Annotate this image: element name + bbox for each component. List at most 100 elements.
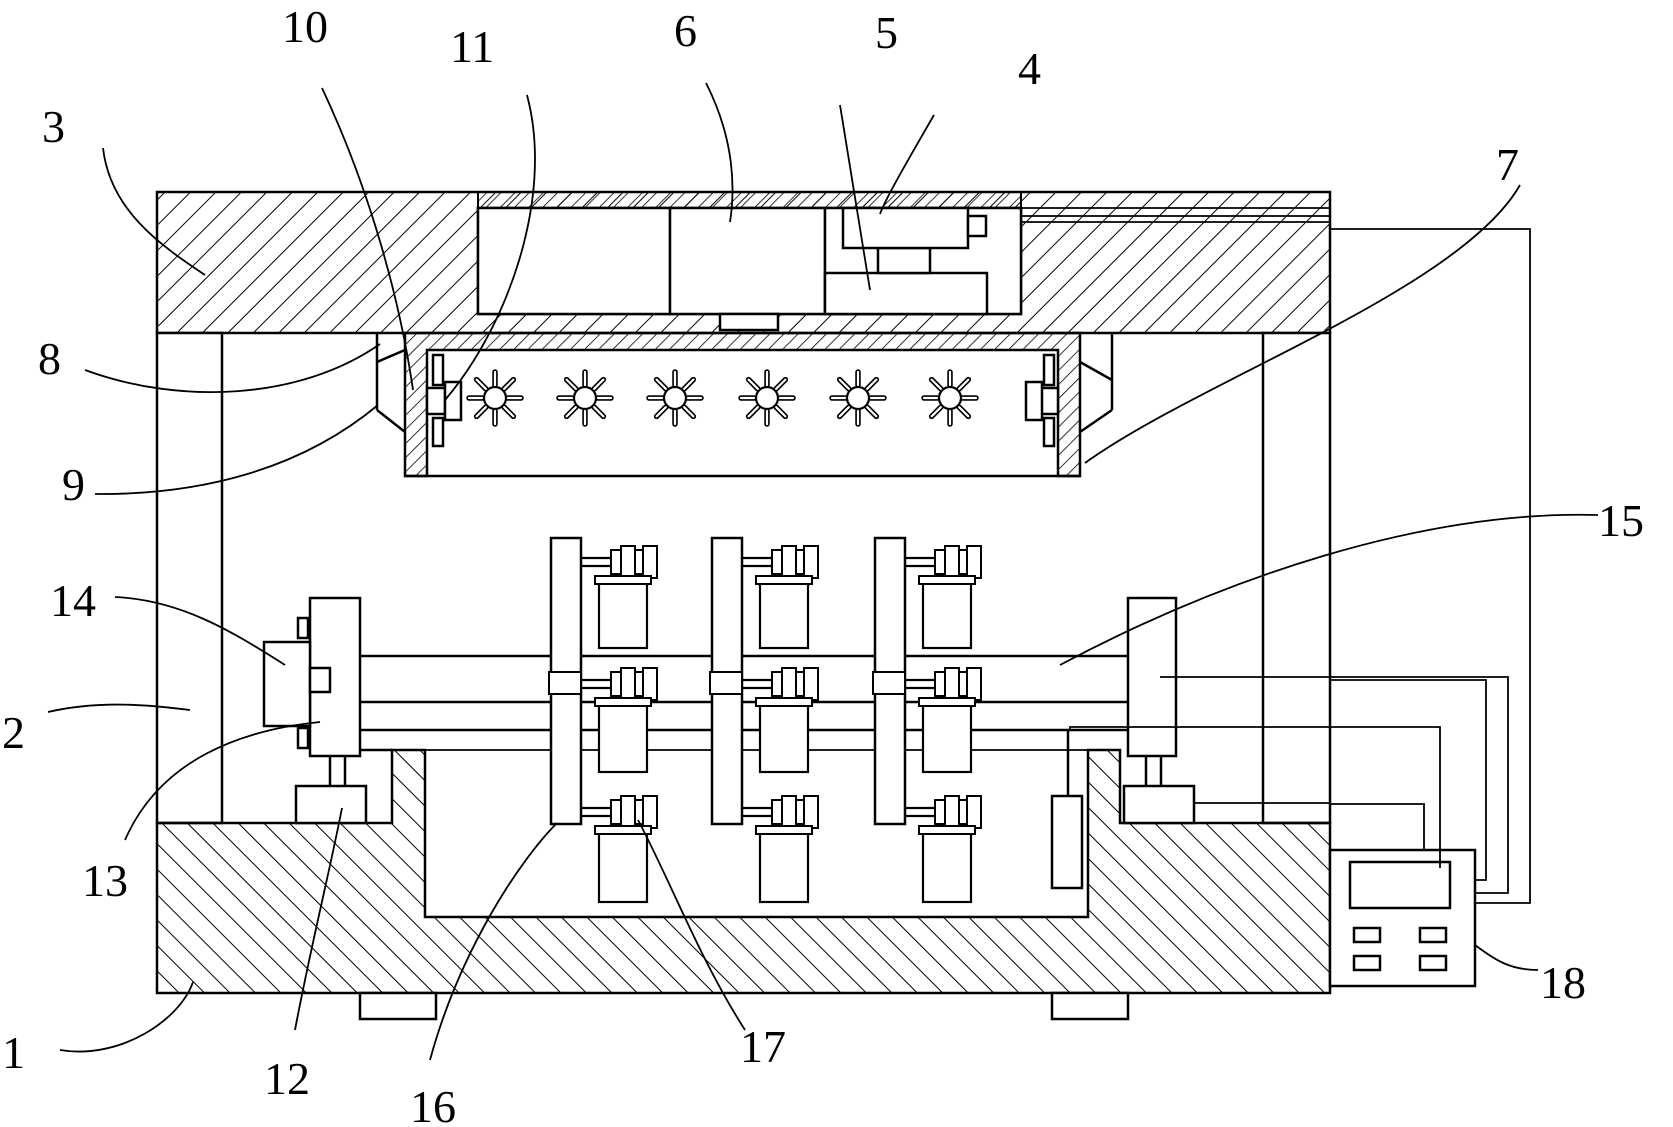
fan-blade-inner — [958, 406, 970, 418]
clamp-knob — [642, 545, 658, 579]
clamp — [548, 667, 658, 774]
fan-icon — [556, 369, 614, 427]
label-16: 16 — [410, 1081, 456, 1127]
clamp-block — [872, 671, 906, 695]
label-2: 2 — [2, 707, 25, 758]
bottle-cap — [918, 697, 976, 707]
fan-icon — [738, 369, 796, 427]
bottle-cap — [918, 575, 976, 585]
fan-blade-inner — [838, 406, 850, 418]
fan-blade-inner — [683, 406, 695, 418]
clamp — [905, 545, 982, 650]
label-15: 15 — [1598, 495, 1644, 546]
fan-blade-inner — [655, 406, 667, 418]
label-8: 8 — [38, 333, 61, 384]
fan-blade-inner — [475, 406, 487, 418]
fan-icon — [921, 369, 979, 427]
motor-4 — [841, 206, 988, 250]
clamp-jaw — [958, 671, 968, 697]
base — [155, 748, 1332, 1021]
clamp-jaw — [934, 671, 946, 697]
clamp-knob — [966, 545, 982, 579]
fan-blade-inner — [838, 378, 850, 390]
vertical-post — [872, 536, 982, 904]
sample-bottle — [921, 578, 973, 650]
clamp-knob — [803, 795, 819, 829]
clamp-jaw — [958, 549, 968, 575]
label-7: 7 — [1496, 139, 1519, 190]
fan-blade-inner — [593, 378, 605, 390]
fan-row — [466, 369, 979, 427]
sample-bottle — [758, 700, 810, 774]
fan-blade-inner — [593, 406, 605, 418]
label-17: 17 — [740, 1021, 786, 1072]
fan-blade-inner — [866, 406, 878, 418]
clamp-jaw — [771, 671, 783, 697]
label-10: 10 — [282, 1, 328, 52]
clamp-jaw — [610, 549, 622, 575]
clamp-jaw — [610, 799, 622, 825]
fan-icon — [466, 369, 524, 427]
fan-blade-inner — [565, 406, 577, 418]
clamp-knob — [642, 795, 658, 829]
bottle-cap — [594, 575, 652, 585]
clamp-jaw — [795, 799, 805, 825]
fan-blade-inner — [747, 406, 759, 418]
fan-blade-inner — [683, 378, 695, 390]
sample-bottle — [758, 828, 810, 904]
fan-icon — [829, 369, 887, 427]
fan-blade-inner — [503, 406, 515, 418]
clamp-nut — [781, 545, 797, 579]
vertical-post — [709, 536, 819, 904]
bottle-cap — [755, 697, 813, 707]
clamp-jaw — [771, 799, 783, 825]
shaft-assembly — [262, 596, 1196, 890]
clamp — [742, 545, 819, 650]
sample-bottle — [921, 700, 973, 774]
clamp-block — [548, 671, 582, 695]
vertical-post — [548, 536, 658, 904]
bottle-cap — [594, 825, 652, 835]
label-13: 13 — [82, 855, 128, 906]
controller — [1328, 848, 1477, 988]
label-3: 3 — [42, 101, 65, 152]
clamp-jaw — [934, 549, 946, 575]
clamp-nut — [944, 545, 960, 579]
fan-blade-inner — [930, 378, 942, 390]
label-14: 14 — [50, 575, 96, 626]
bottle-cap — [918, 825, 976, 835]
label-9: 9 — [62, 459, 85, 510]
clamp-nut — [781, 795, 797, 829]
clamp-knob — [803, 545, 819, 579]
fan-blade-inner — [747, 378, 759, 390]
clamp-jaw — [958, 799, 968, 825]
clamp-jaw — [795, 671, 805, 697]
clamp-knob — [642, 667, 658, 701]
clamp-knob — [803, 667, 819, 701]
bottle-cap — [594, 697, 652, 707]
fan-blade-inner — [655, 378, 667, 390]
clamp-nut — [620, 795, 636, 829]
sample-bottle — [597, 578, 649, 650]
fan-box — [375, 331, 1114, 478]
clamp-jaw — [934, 799, 946, 825]
label-1: 1 — [2, 1027, 25, 1078]
fan-blade-inner — [866, 378, 878, 390]
clamp-nut — [620, 667, 636, 701]
sample-bottle — [597, 700, 649, 774]
clamp-jaw — [634, 671, 644, 697]
label-11: 11 — [450, 21, 494, 72]
clamp-jaw — [610, 671, 622, 697]
bottle-cap — [755, 825, 813, 835]
bottle-cap — [755, 575, 813, 585]
sample-bottle — [921, 828, 973, 904]
fan-blade-inner — [565, 378, 577, 390]
label-18: 18 — [1540, 957, 1586, 1008]
clamp-jaw — [771, 549, 783, 575]
sample-bottle — [758, 578, 810, 650]
clamp — [581, 795, 658, 904]
sample-bottle — [597, 828, 649, 904]
